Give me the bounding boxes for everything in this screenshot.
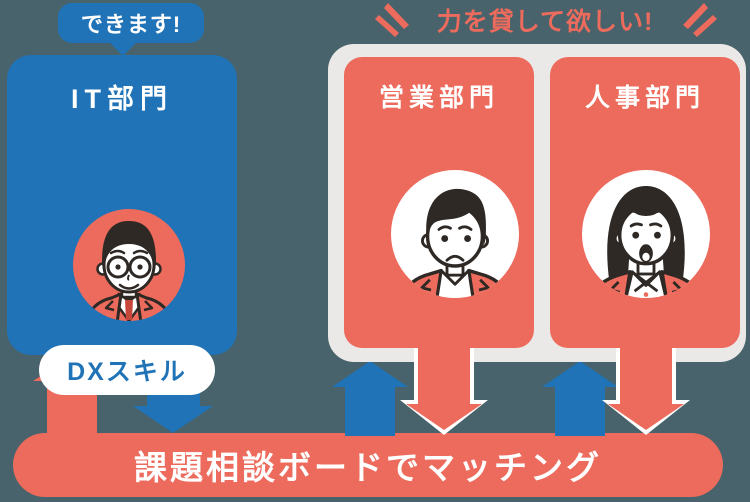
- hr-worker-icon: [587, 186, 705, 298]
- it-worker-icon: [84, 221, 174, 321]
- emphasis-marks-right-icon: [683, 3, 717, 37]
- hr-department-card: 人事部門: [550, 57, 740, 348]
- it-department-card: IT部門: [7, 55, 237, 395]
- dx-skill-badge-label: DXスキル: [67, 358, 187, 386]
- hr-card-title: 人事部門: [584, 84, 705, 112]
- request-headline: 力を貸して欲しい!: [420, 5, 670, 36]
- emphasis-marks-left-icon: [375, 3, 409, 37]
- help-request-panel: 営業部門: [328, 44, 746, 362]
- dx-skill-badge: DXスキル: [39, 345, 215, 395]
- matching-banner: 課題相談ボードでマッチング: [13, 433, 723, 497]
- speech-bubble: できます!: [58, 3, 204, 43]
- hr-worker-avatar: [582, 170, 710, 298]
- sales-worker-avatar: [391, 170, 519, 298]
- it-card-title: IT部門: [71, 84, 173, 114]
- sales-card-title: 営業部門: [378, 84, 499, 112]
- up-arrow-blue-right-icon: [542, 361, 618, 436]
- sales-department-card: 営業部門: [344, 57, 534, 348]
- matching-banner-label: 課題相談ボードでマッチング: [134, 449, 602, 486]
- speech-bubble-label: できます!: [80, 12, 182, 37]
- speech-bubble-tail-icon: [108, 41, 138, 56]
- sales-worker-icon: [399, 188, 511, 298]
- it-worker-avatar: [73, 209, 185, 321]
- request-headline-label: 力を貸して欲しい!: [436, 8, 654, 36]
- up-arrow-blue-middle-icon: [332, 361, 408, 436]
